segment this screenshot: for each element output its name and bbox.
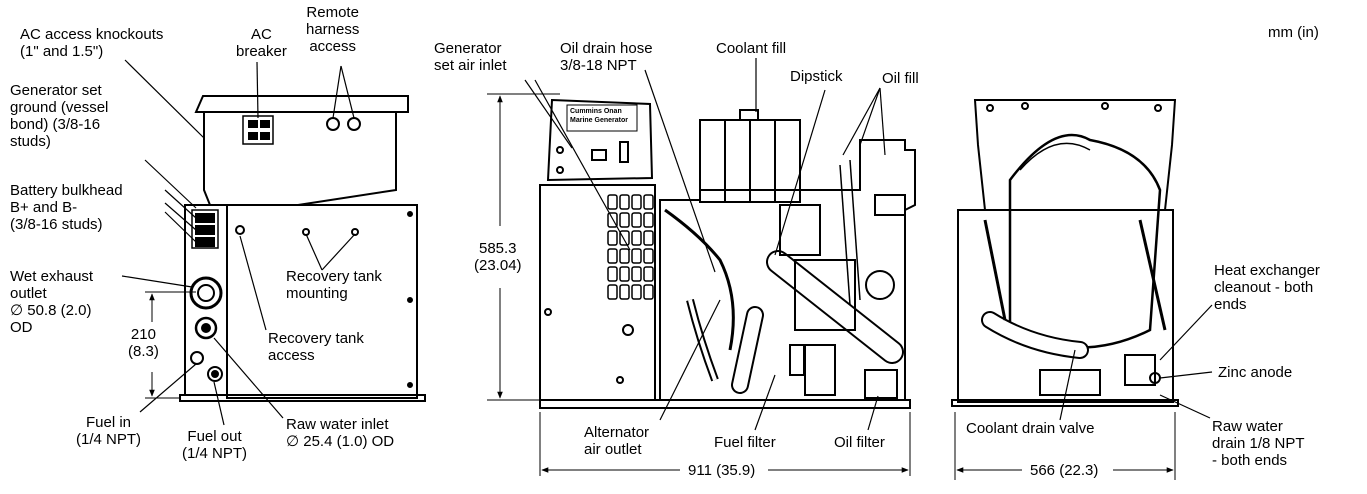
wet-exhaust-port <box>189 276 223 310</box>
raw-water-port <box>194 316 218 340</box>
label-fuel-out: Fuel out (1/4 NPT) <box>182 428 248 462</box>
right-view <box>951 99 1179 407</box>
right-enclosure <box>957 209 1174 403</box>
alternator-enclosure <box>539 184 656 401</box>
label-oil-filter: Oil filter <box>834 434 885 451</box>
label-dim-210: 210 (8.3) <box>128 326 159 360</box>
label-recovery-tank-access: Recovery tank access <box>268 330 364 364</box>
label-zinc-anode: Zinc anode <box>1218 364 1293 381</box>
label-fuel-filter: Fuel filter <box>714 434 776 451</box>
harness-knockout-2 <box>347 117 361 131</box>
air-louvers <box>607 194 654 300</box>
label-ac-breaker: AC breaker <box>236 26 287 60</box>
label-remote-harness-access: Remote harness access <box>306 4 360 55</box>
label-oil-fill: Oil fill <box>882 70 919 87</box>
label-generator-set-ground: Generator set ground (vessel bond) (3/8-… <box>10 82 109 150</box>
label-raw-water-drain: Raw water drain 1/8 NPT - both ends <box>1212 418 1305 469</box>
center-dimensions <box>487 93 911 476</box>
label-coolant-fill: Coolant fill <box>716 40 787 57</box>
left-view <box>179 95 426 402</box>
control-panel-brand: Cummins Onan Marine Generator <box>570 108 628 124</box>
right-dimensions <box>954 412 1176 480</box>
label-dim-566: 566 (22.3) <box>1030 462 1099 479</box>
label-oil-drain-hose: Oil drain hose 3/8-18 NPT <box>560 40 653 74</box>
label-dim-585: 585.3 (23.04) <box>474 240 522 274</box>
label-recovery-tank-mounting: Recovery tank mounting <box>286 268 382 302</box>
units-note: mm (in) <box>1268 24 1319 41</box>
label-wet-exhaust-outlet: Wet exhaust outlet ∅ 50.8 (2.0) OD <box>10 268 94 336</box>
right-leaders <box>1059 304 1213 421</box>
dim-210-lines <box>145 291 196 399</box>
harness-knockout-1 <box>326 117 340 131</box>
label-dipstick: Dipstick <box>790 68 843 85</box>
center-leaders <box>524 58 886 431</box>
right-top-cover <box>973 99 1177 211</box>
label-heat-exchanger-cleanout: Heat exchanger cleanout - both ends <box>1214 262 1320 313</box>
label-fuel-in: Fuel in (1/4 NPT) <box>76 414 142 448</box>
label-raw-water-inlet: Raw water inlet ∅ 25.4 (1.0) OD <box>286 416 395 450</box>
label-dim-911: 911 (35.9) <box>688 462 756 479</box>
label-battery-bulkhead: Battery bulkhead B+ and B- (3/8-16 studs… <box>10 182 123 233</box>
label-ac-access-knockouts: AC access knockouts (1" and 1.5") <box>20 26 164 60</box>
center-view <box>539 98 916 409</box>
label-generator-air-inlet: Generator set air inlet <box>434 40 507 74</box>
label-coolant-drain-valve: Coolant drain valve <box>966 420 1095 437</box>
air-cleaner <box>1008 133 1162 349</box>
label-alternator-air-outlet: Alternator air outlet <box>584 424 650 458</box>
left-leaders <box>121 59 356 426</box>
control-box <box>546 98 654 182</box>
